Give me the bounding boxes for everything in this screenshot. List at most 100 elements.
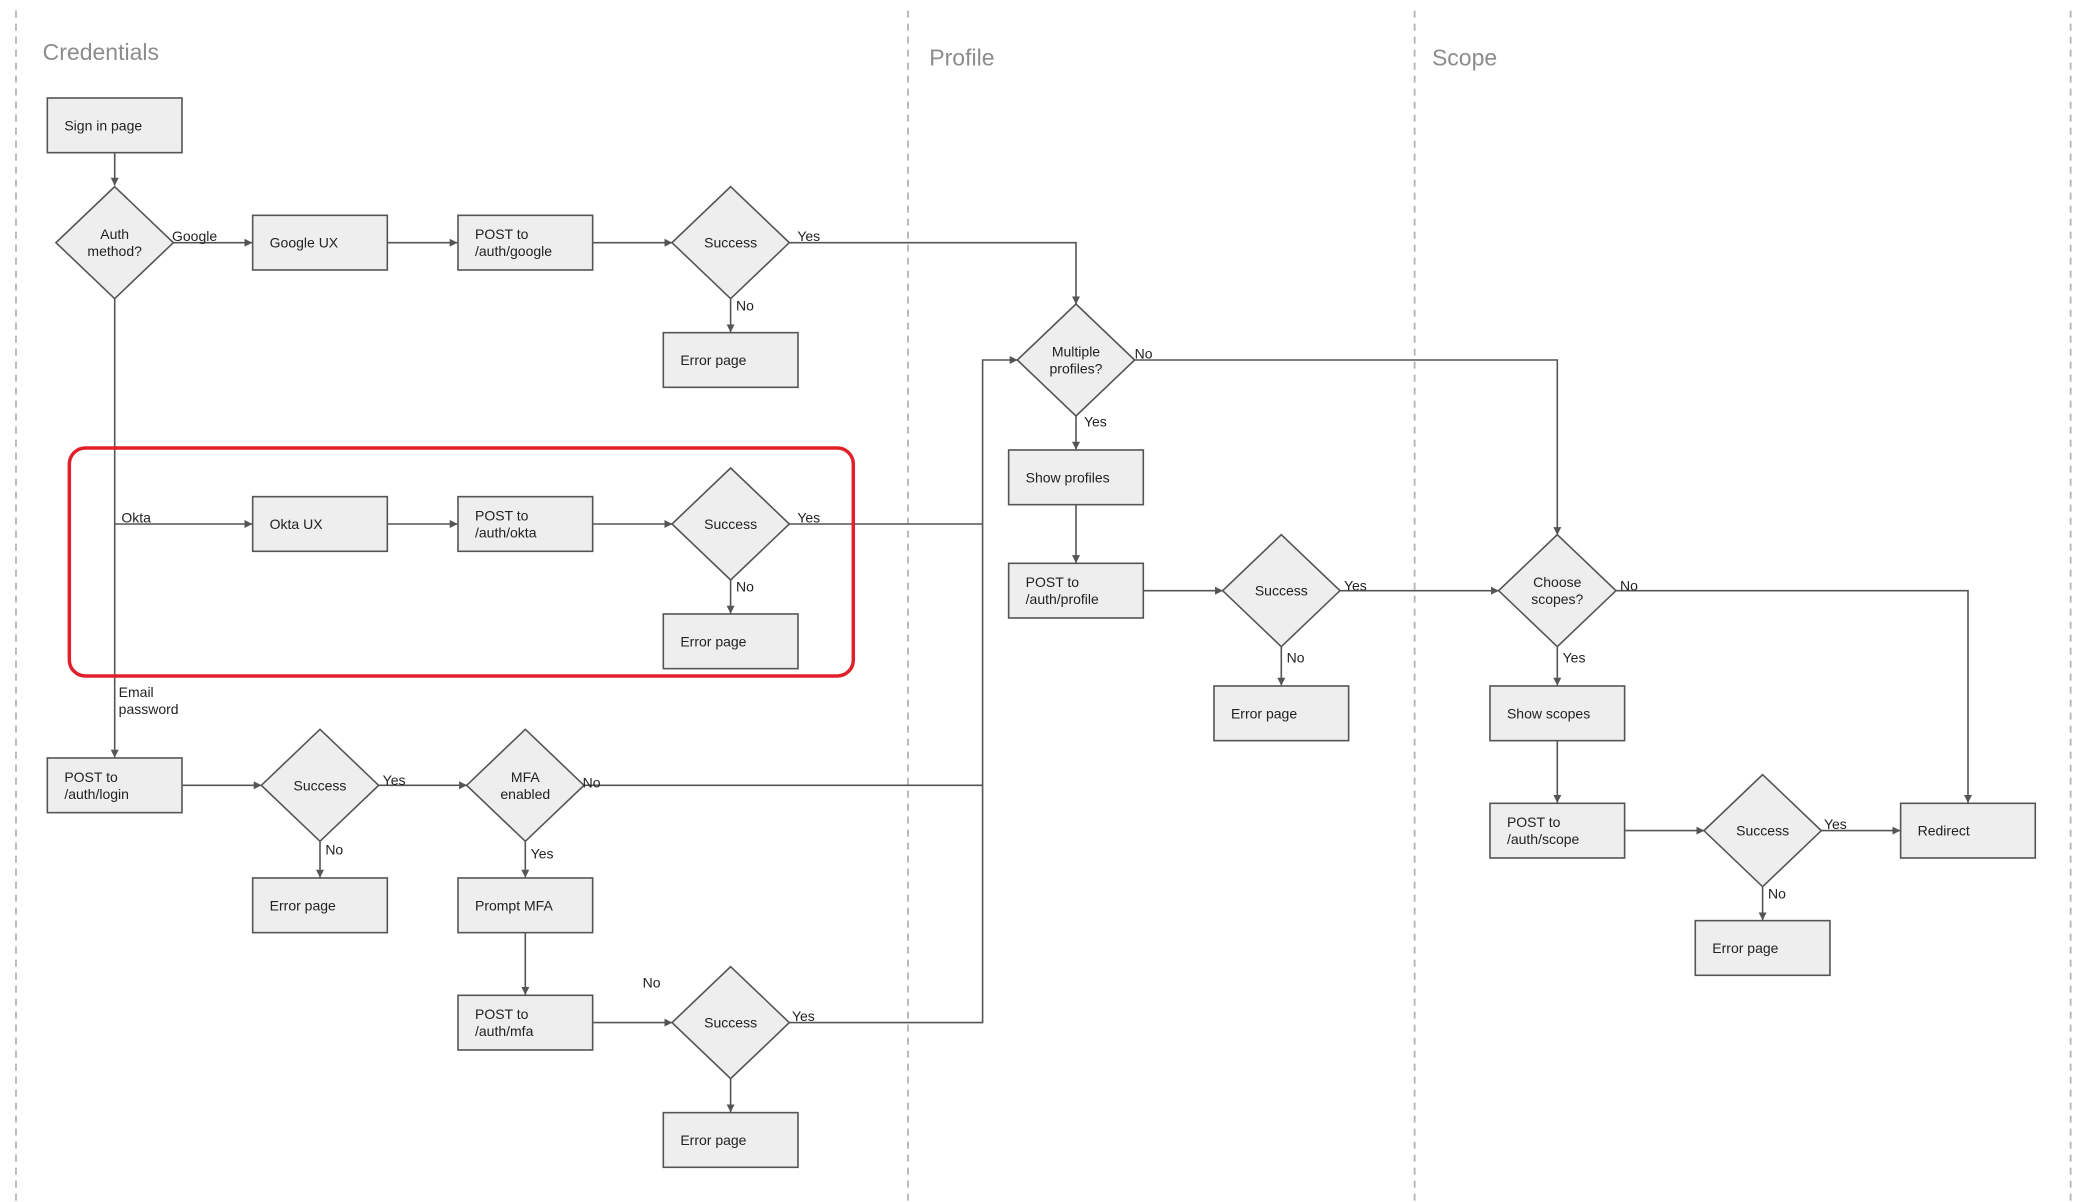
success-okta-decision-shape: [670, 466, 791, 582]
edge-label-profile-yes: Yes: [1344, 577, 1367, 593]
lane-profile-title: Profile: [929, 44, 994, 70]
post-auth-google-label: /auth/google: [475, 243, 552, 259]
node-error-profile: Error page: [1213, 685, 1350, 742]
edge-label-scopes-no: No: [1620, 577, 1638, 593]
node-error-google: Error page: [662, 331, 799, 389]
edge-label-mfa-yes: Yes: [531, 845, 554, 861]
node-error-okta: Error page: [662, 613, 799, 670]
post-auth-okta-label: POST to: [475, 507, 529, 523]
edge-label-profiles-no: No: [1135, 345, 1153, 361]
edge-scopes-no-to-redirect: [1616, 589, 1972, 803]
node-error-mfa: Error page: [662, 1111, 799, 1169]
mfa-enabled-decision-shape: [465, 728, 586, 843]
node-success-mfa: Success: [670, 965, 791, 1080]
error-google-label: Error page: [680, 352, 746, 368]
error-profile-box-shape: [1213, 685, 1350, 742]
multiple-profiles-decision-shape: [1016, 302, 1136, 418]
edge-label-mfa-success-no: No: [643, 975, 661, 991]
node-post-auth-scope: POST to/auth/scope: [1489, 802, 1626, 859]
node-redirect: Redirect: [1899, 802, 2037, 859]
error-profile-label: Error page: [1231, 705, 1297, 721]
success-mfa-label: Success: [704, 1015, 757, 1031]
success-login-decision-shape: [260, 728, 380, 843]
edge-label-scope-yes: Yes: [1824, 816, 1847, 832]
edge-label-scopes-yes: Yes: [1563, 649, 1586, 665]
error-scope-label: Error page: [1712, 940, 1778, 956]
edge-label-okta: Okta: [121, 509, 151, 525]
auth-method-label: Auth: [100, 226, 129, 242]
google-ux-box-shape: [251, 214, 389, 271]
post-auth-login-label: /auth/login: [64, 786, 129, 802]
post-auth-scope-label: /auth/scope: [1507, 831, 1580, 847]
edge-success-mfa-to-profiles: [789, 356, 1018, 1024]
edge-label-email-password: password: [119, 701, 179, 717]
node-post-auth-okta: POST to/auth/okta: [457, 495, 594, 553]
show-scopes-label: Show scopes: [1507, 705, 1590, 721]
node-success-login: Success: [260, 728, 380, 843]
post-auth-profile-box-shape: [1007, 562, 1145, 619]
multiple-profiles-label: Multiple: [1052, 343, 1100, 359]
error-okta-box-shape: [662, 613, 799, 670]
edge-label-okta-yes: Yes: [797, 509, 820, 525]
post-auth-google-label: POST to: [475, 226, 529, 242]
prompt-mfa-box-shape: [457, 877, 594, 934]
node-post-auth-login: POST to/auth/login: [46, 757, 183, 814]
node-success-google: Success: [670, 185, 791, 300]
success-scope-label: Success: [1736, 823, 1789, 839]
edge-label-google-no: No: [736, 297, 754, 313]
post-auth-login-label: POST to: [64, 769, 118, 785]
edge-label-email-password: Email: [119, 684, 154, 700]
edge-label-login-no: No: [325, 841, 343, 857]
edge-label-login-yes: Yes: [383, 772, 406, 788]
okta-ux-box-shape: [251, 495, 389, 553]
error-mfa-label: Error page: [680, 1132, 746, 1148]
redirect-label: Redirect: [1918, 823, 1970, 839]
success-profile-label: Success: [1255, 583, 1308, 599]
choose-scopes-label: Choose: [1533, 574, 1581, 590]
success-okta-label: Success: [704, 516, 757, 532]
node-post-auth-mfa: POST to/auth/mfa: [457, 994, 594, 1051]
show-scopes-box-shape: [1489, 685, 1626, 742]
node-google-ux: Google UX: [251, 214, 389, 271]
error-scope-box-shape: [1694, 919, 1831, 977]
redirect-box-shape: [1899, 802, 2037, 859]
sign-in-page-label: Sign in page: [64, 117, 142, 133]
edge-label-okta-no: No: [736, 579, 754, 595]
error-mfa-box-shape: [662, 1111, 799, 1169]
node-success-scope: Success: [1702, 773, 1823, 888]
okta-flow-highlight-box: [67, 446, 856, 678]
edge-label-scope-no: No: [1768, 885, 1786, 901]
node-error-login: Error page: [251, 877, 389, 934]
node-post-auth-google: POST to/auth/google: [457, 214, 594, 271]
sign-in-page-box-shape: [46, 97, 183, 154]
lane-scope-title: Scope: [1432, 44, 1497, 70]
edge-label-mfa-no: No: [583, 775, 601, 791]
success-google-decision-shape: [670, 185, 791, 300]
error-login-label: Error page: [270, 897, 336, 913]
post-auth-okta-label: /auth/okta: [475, 524, 537, 540]
node-show-profiles: Show profiles: [1007, 449, 1145, 506]
okta-ux-label: Okta UX: [270, 516, 324, 532]
post-auth-okta-box-shape: [457, 495, 594, 553]
edge-label-mfa-success-yes: Yes: [792, 1008, 815, 1024]
node-post-auth-profile: POST to/auth/profile: [1007, 562, 1145, 619]
edge-label-google: Google: [172, 228, 217, 244]
post-auth-profile-label: POST to: [1026, 574, 1080, 590]
show-profiles-box-shape: [1007, 449, 1145, 506]
google-ux-label: Google UX: [270, 235, 339, 251]
edge-success-google-to-profiles: [789, 241, 1080, 305]
success-scope-decision-shape: [1702, 773, 1823, 888]
node-okta-ux: Okta UX: [251, 495, 389, 553]
post-auth-mfa-label: POST to: [475, 1006, 529, 1022]
edge-label-profile-no: No: [1287, 649, 1305, 665]
edge-profiles-no-to-scopes: [1134, 359, 1562, 536]
error-google-box-shape: [662, 331, 799, 389]
node-sign-in-page: Sign in page: [46, 97, 183, 154]
post-auth-mfa-label: /auth/mfa: [475, 1023, 534, 1039]
show-profiles-label: Show profiles: [1026, 469, 1110, 485]
lane-credentials-title: Credentials: [43, 39, 159, 65]
